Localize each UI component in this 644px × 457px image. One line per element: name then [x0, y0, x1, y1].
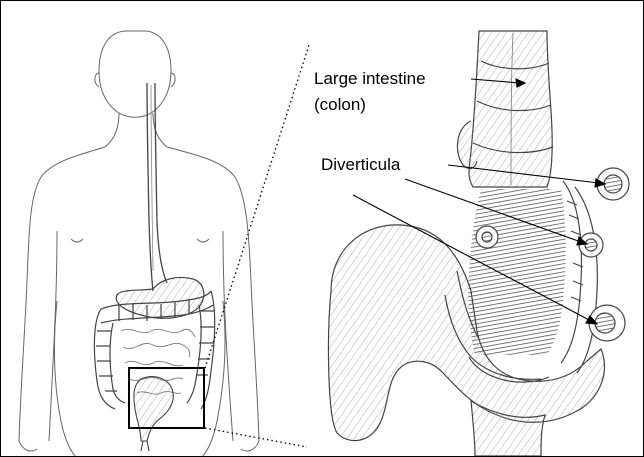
sigmoid-small — [134, 377, 173, 451]
label-diverticula: Diverticula — [321, 154, 400, 176]
zoom-line-bottom — [205, 428, 307, 447]
colon-lumen — [468, 189, 566, 355]
torso-left — [19, 147, 105, 441]
head-outline — [99, 31, 171, 117]
stomach — [116, 277, 204, 318]
neck-outline — [105, 113, 119, 147]
esophagus — [147, 83, 167, 291]
zoom-line-top — [205, 45, 309, 368]
label-large-intestine: Large intestine — [314, 68, 426, 90]
label-colon: (colon) — [314, 94, 366, 116]
